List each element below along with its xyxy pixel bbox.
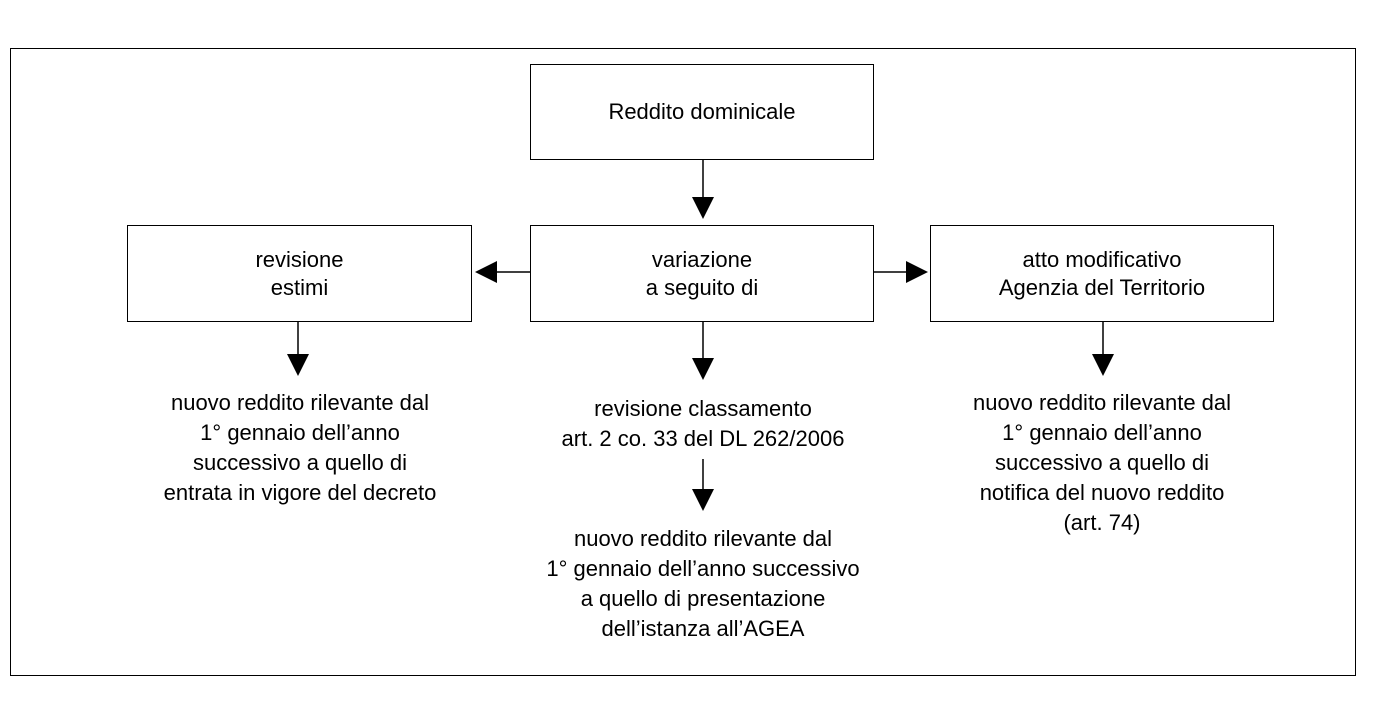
center-note-line-4: dell’istanza all’AGEA: [601, 616, 805, 641]
right-box-line-1: atto modificativo: [1022, 246, 1182, 272]
right-note-line-5: (art. 74): [1063, 510, 1141, 535]
left-box-line-1: revisione: [255, 246, 344, 272]
top-box-label: Reddito dominicale: [608, 99, 796, 124]
right-note-line-4: notifica del nuovo reddito: [979, 480, 1225, 505]
right-note: nuovo reddito rilevante dal 1° gennaio d…: [900, 388, 1304, 538]
center-box-line-2: a seguito di: [645, 274, 759, 300]
left-note-line-4: entrata in vigore del decreto: [163, 480, 437, 505]
left-box-line-2: estimi: [270, 274, 329, 300]
right-box-atto-modificativo: atto modificativo Agenzia del Territorio: [930, 225, 1274, 322]
arrowhead-left-down: [287, 354, 309, 376]
center-mid-line-2: art. 2 co. 33 del DL 262/2006: [561, 426, 845, 451]
center-mid-revisione-classamento: revisione classamento art. 2 co. 33 del …: [500, 394, 906, 454]
left-note: nuovo reddito rilevante dal 1° gennaio d…: [100, 388, 500, 508]
arrowhead-center-to-right: [906, 261, 928, 283]
left-box-revisione-estimi: revisione estimi: [127, 225, 472, 322]
center-mid-line-1: revisione classamento: [594, 396, 812, 421]
arrowhead-center-to-left: [475, 261, 497, 283]
left-note-line-3: successivo a quello di: [192, 450, 407, 475]
center-box-variazione: variazione a seguito di: [530, 225, 874, 322]
top-box-reddito-dominicale: Reddito dominicale: [530, 64, 874, 160]
arrowhead-right-down: [1092, 354, 1114, 376]
arrowhead-center-mid-down: [692, 489, 714, 511]
center-note-line-3: a quello di presentazione: [580, 586, 826, 611]
diagram-frame: [10, 48, 1356, 676]
left-note-line-2: 1° gennaio dell’anno: [200, 420, 400, 445]
right-note-line-2: 1° gennaio dell’anno: [1002, 420, 1202, 445]
right-note-line-1: nuovo reddito rilevante dal: [972, 390, 1232, 415]
arrowhead-center-down: [692, 358, 714, 380]
center-note: nuovo reddito rilevante dal 1° gennaio d…: [480, 524, 926, 644]
center-box-line-1: variazione: [651, 246, 753, 272]
right-box-line-2: Agenzia del Territorio: [998, 274, 1206, 300]
center-note-line-2: 1° gennaio dell’anno successivo: [546, 556, 860, 581]
right-note-line-3: successivo a quello di: [994, 450, 1209, 475]
arrowhead-top-to-center: [692, 197, 714, 219]
center-note-line-1: nuovo reddito rilevante dal: [573, 526, 833, 551]
left-note-line-1: nuovo reddito rilevante dal: [170, 390, 430, 415]
